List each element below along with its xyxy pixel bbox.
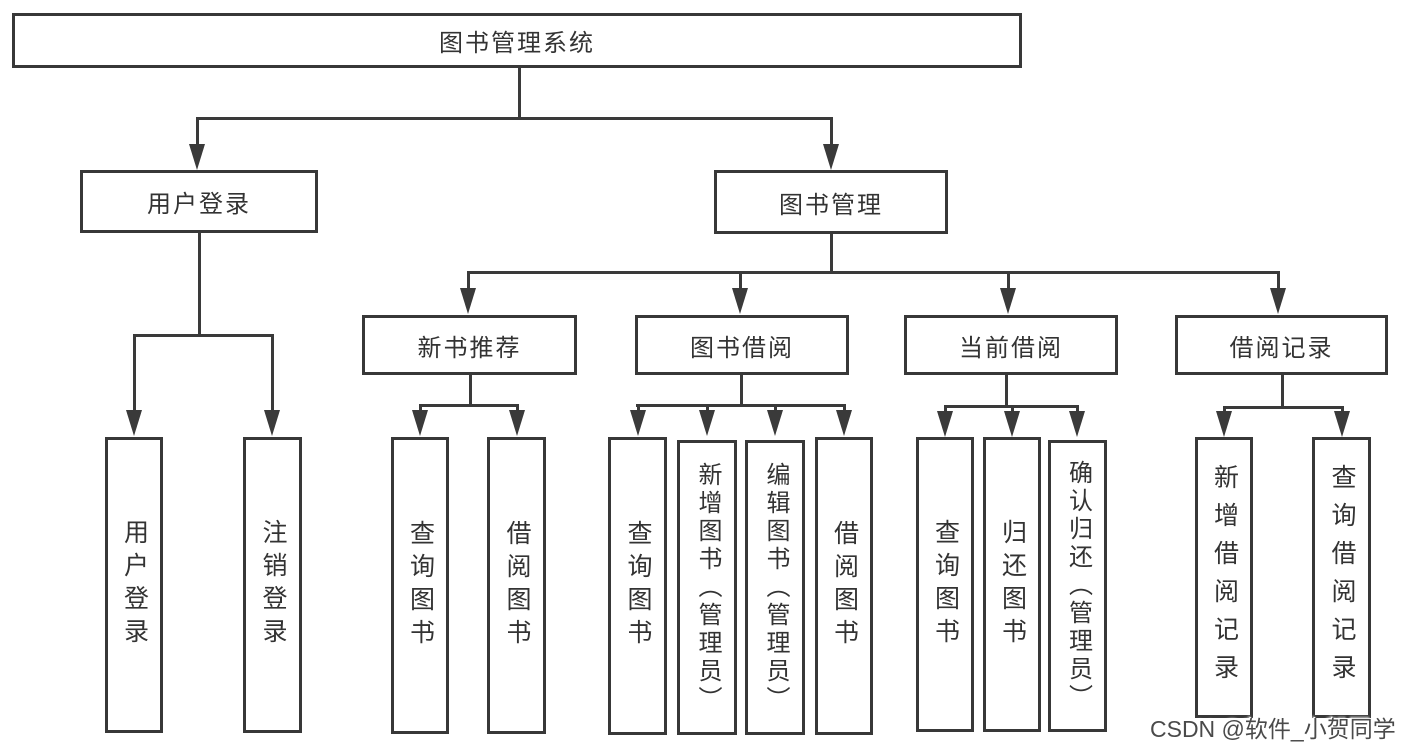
node-label: 图书管理 (779, 191, 883, 219)
arrow-down-icon (1334, 411, 1350, 437)
node-label: 查询借阅记录 (1328, 463, 1356, 692)
arrow-down-icon (937, 411, 953, 437)
node-root-library-system: 图书管理系统 (12, 13, 1022, 68)
leaf-user-login: 用户登录 (105, 437, 163, 733)
arrow-down-icon (1000, 288, 1016, 314)
leaf-add-book-admin: 新增图书（管理员） (677, 440, 737, 735)
connector-group-stub (469, 375, 472, 406)
node-label: 图书管理系统 (439, 30, 595, 57)
connector-drop (944, 405, 947, 413)
connector-group-stub (740, 375, 743, 406)
arrow-down-icon (1004, 411, 1020, 437)
connector-drop (1341, 406, 1344, 414)
connector-drop (1223, 406, 1226, 414)
node-label: 查询图书 (624, 520, 652, 652)
connector-drop (774, 404, 777, 412)
arrow-down-icon (509, 410, 525, 436)
arrow-down-icon (460, 288, 476, 314)
connector-group-branch (419, 404, 519, 407)
connector-drop (1277, 271, 1280, 289)
connector-level1-branch (196, 117, 833, 120)
arrow-down-icon (1069, 411, 1085, 437)
node-label: 新增借阅记录 (1210, 463, 1239, 692)
arrow-down-icon (189, 144, 205, 170)
arrow-down-icon (823, 144, 839, 170)
connector-user-login-branch (133, 334, 274, 337)
connector-drop (271, 334, 274, 411)
node-label: 注销登录 (259, 519, 287, 651)
connector-drop (516, 404, 519, 412)
node-book-management: 图书管理 (714, 170, 948, 234)
arrow-down-icon (732, 288, 748, 314)
node-label: 新增图书（管理员） (694, 461, 721, 714)
csdn-watermark: CSDN @软件_小贺同学 (1150, 716, 1396, 742)
arrow-down-icon (836, 410, 852, 436)
connector-drop (739, 271, 742, 289)
connector-group-branch (1223, 406, 1344, 409)
node-label: 查询图书 (406, 519, 435, 652)
node-current-borrowing: 当前借阅 (904, 315, 1118, 375)
node-label: 借阅图书 (830, 520, 859, 652)
arrow-down-icon (126, 410, 142, 436)
leaf-query-books-1: 查询图书 (391, 437, 449, 734)
node-user-login: 用户登录 (80, 170, 318, 233)
node-label: 借阅图书 (503, 519, 531, 652)
connector-drop (419, 404, 422, 412)
connector-drop (1076, 405, 1079, 413)
connector-drop (706, 404, 709, 412)
node-label: 当前借阅 (959, 334, 1063, 362)
leaf-query-borrow-record: 查询借阅记录 (1312, 437, 1371, 718)
node-borrowing-records: 借阅记录 (1175, 315, 1388, 375)
arrow-down-icon (412, 410, 428, 436)
connector-root-stub (518, 68, 521, 118)
node-label: 归还图书 (998, 518, 1027, 651)
leaf-confirm-return-admin: 确认归还（管理员） (1048, 440, 1107, 732)
leaf-logout: 注销登录 (243, 437, 302, 733)
node-label: 用户登录 (120, 519, 149, 651)
connector-drop (133, 334, 136, 411)
arrow-down-icon (699, 410, 715, 436)
leaf-query-books-3: 查询图书 (916, 437, 974, 732)
connector-book-mgmt-stub (830, 234, 833, 272)
connector-drop (1011, 405, 1014, 413)
arrow-down-icon (264, 410, 280, 436)
connector-drop (843, 404, 846, 412)
node-book-borrowing: 图书借阅 (635, 315, 849, 375)
node-new-book-recommend: 新书推荐 (362, 315, 577, 375)
node-label: 编辑图书（管理员） (762, 461, 789, 714)
connector-drop (196, 117, 199, 146)
connector-group-branch (636, 404, 846, 407)
connector-drop (1007, 271, 1010, 289)
node-label: 用户登录 (147, 191, 251, 218)
arrow-down-icon (630, 410, 646, 436)
connector-user-login-stub (198, 232, 201, 335)
node-label: 新书推荐 (417, 334, 522, 362)
leaf-edit-book-admin: 编辑图书（管理员） (745, 440, 805, 735)
connector-drop (467, 271, 470, 289)
connector-level2-branch (467, 271, 1280, 274)
arrow-down-icon (1270, 288, 1286, 314)
leaf-borrow-books-1: 借阅图书 (487, 437, 546, 734)
leaf-return-books: 归还图书 (983, 437, 1041, 732)
arrow-down-icon (1216, 411, 1232, 437)
leaf-add-borrow-record: 新增借阅记录 (1195, 437, 1253, 718)
leaf-query-books-2: 查询图书 (608, 437, 667, 735)
connector-drop (637, 404, 640, 412)
leaf-borrow-books-2: 借阅图书 (815, 437, 873, 735)
connector-group-stub (1005, 375, 1008, 407)
node-label: 确认归还（管理员） (1064, 460, 1092, 712)
node-label: 借阅记录 (1229, 334, 1334, 362)
node-label: 查询图书 (931, 518, 960, 651)
connector-group-stub (1281, 375, 1284, 408)
arrow-down-icon (767, 410, 783, 436)
connector-drop (830, 117, 833, 146)
node-label: 图书借阅 (690, 334, 794, 362)
